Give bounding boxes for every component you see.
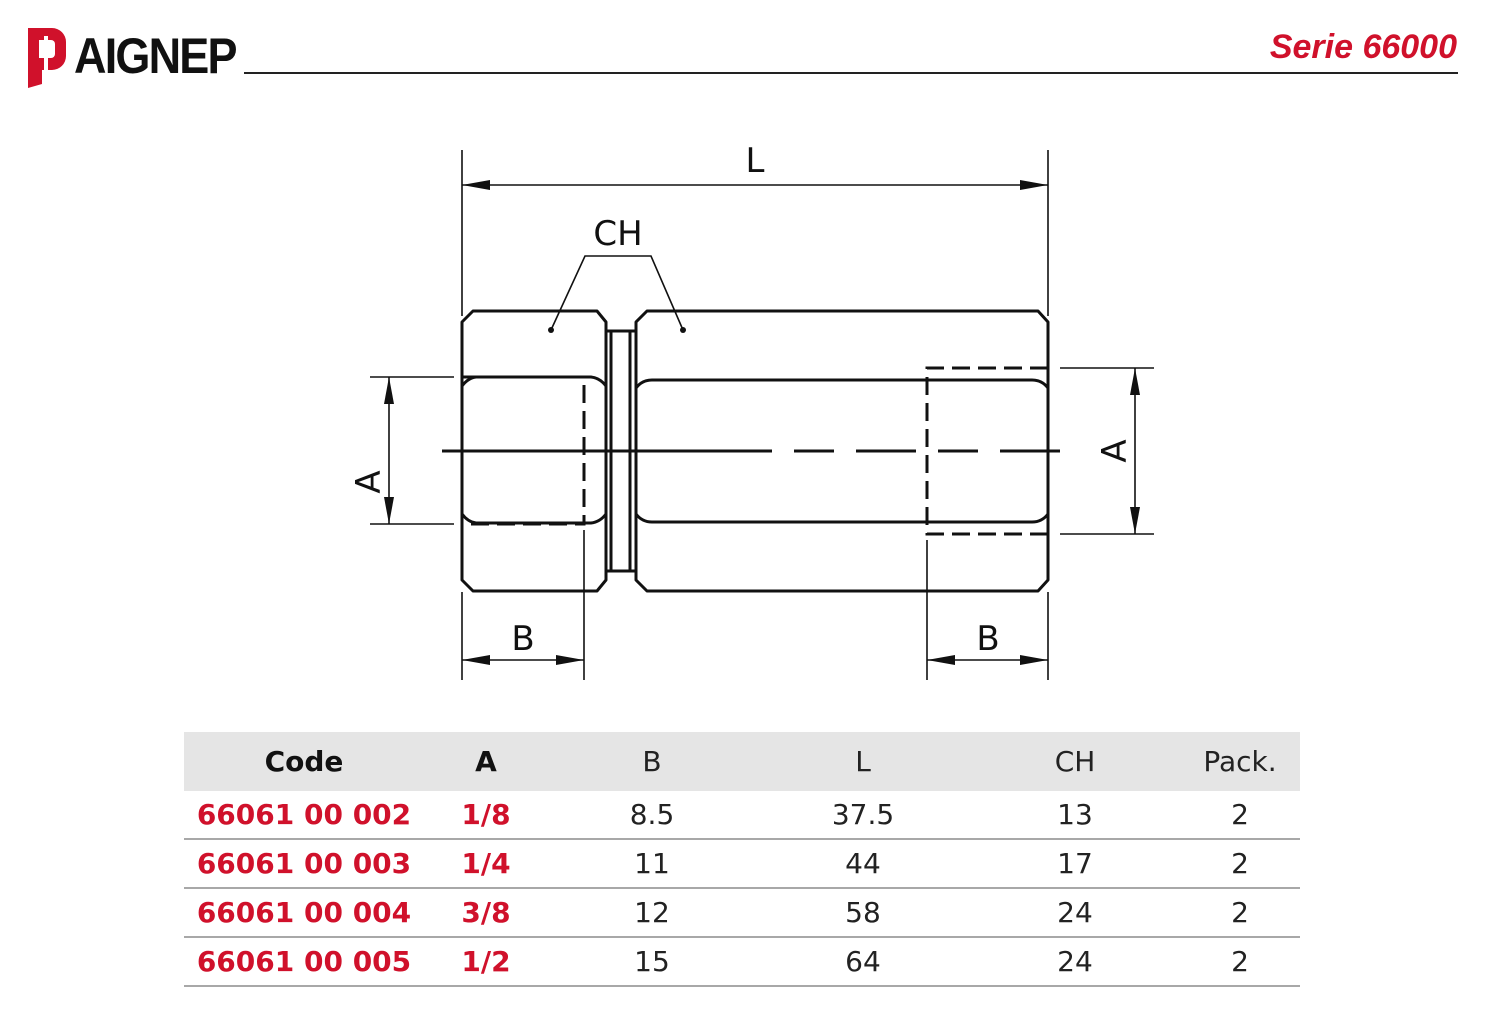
spec-table: Code A B L CH Pack. 66061 00 002 1/8 8.5… (184, 732, 1300, 987)
cell-l: 58 (756, 888, 970, 938)
right-thread-hidden (925, 366, 1048, 536)
dim-l-label: L (746, 141, 765, 181)
table-row: 66061 00 002 1/8 8.5 37.5 13 2 (184, 791, 1300, 840)
dim-b-left-label: B (511, 619, 534, 659)
col-header-a: A (424, 732, 548, 791)
cell-code: 66061 00 005 (184, 937, 424, 987)
right-hex-flat-bottom (634, 513, 1050, 524)
dim-a-right-arrow-bottom (1130, 507, 1140, 534)
table-row: 66061 00 003 1/4 11 44 17 2 (184, 839, 1300, 889)
cell-a: 3/8 (424, 888, 548, 938)
cell-l: 44 (756, 839, 970, 889)
dim-a-left-label: A (349, 470, 389, 493)
aignep-logo: AIGNEP (22, 22, 254, 90)
cell-ch: 13 (970, 791, 1180, 840)
col-header-pack: Pack. (1180, 732, 1300, 791)
cell-code: 66061 00 003 (184, 839, 424, 889)
table-header-row: Code A B L CH Pack. (184, 732, 1300, 791)
cell-ch: 17 (970, 839, 1180, 889)
right-hex-outline (634, 309, 1050, 593)
cell-a: 1/2 (424, 937, 548, 987)
col-header-code: Code (184, 732, 424, 791)
cell-b: 8.5 (548, 791, 756, 840)
col-header-b: B (548, 732, 756, 791)
cell-pack: 2 (1180, 839, 1300, 889)
dim-a-right-arrow-top (1130, 368, 1140, 395)
dim-a-right-label: A (1095, 439, 1135, 462)
cell-code: 66061 00 002 (184, 791, 424, 840)
cell-pack: 2 (1180, 888, 1300, 938)
col-header-l: L (756, 732, 970, 791)
series-title: Serie 66000 (1269, 28, 1457, 66)
dim-b-right-arrow-right (1020, 655, 1048, 665)
table-row: 66061 00 005 1/2 15 64 24 2 (184, 937, 1300, 987)
cell-l: 37.5 (756, 791, 970, 840)
right-hex-flat-top (634, 378, 1050, 389)
cell-pack: 2 (1180, 937, 1300, 987)
cell-ch: 24 (970, 888, 1180, 938)
dim-b-left-arrow-left (462, 655, 490, 665)
dim-l-arrow-right (1020, 180, 1048, 190)
table-row: 66061 00 004 3/8 12 58 24 2 (184, 888, 1300, 938)
cell-a: 1/8 (424, 791, 548, 840)
dim-a-left-arrow-top (384, 377, 394, 404)
cell-l: 64 (756, 937, 970, 987)
collar (606, 329, 635, 573)
logo-mark-icon (28, 28, 66, 88)
left-hex-flat-top (460, 375, 608, 387)
dim-ch-label: CH (593, 214, 642, 254)
dim-b-right-label: B (976, 619, 999, 659)
cell-b: 15 (548, 937, 756, 987)
dim-l-arrow-left (462, 180, 490, 190)
page-header: AIGNEP Serie 66000 (0, 0, 1500, 100)
header-rule (244, 72, 1458, 74)
dim-b-right-arrow-left (927, 655, 955, 665)
technical-drawing: L CH A A B B (349, 141, 1154, 680)
col-header-ch: CH (970, 732, 1180, 791)
cell-pack: 2 (1180, 791, 1300, 840)
dim-a-left-arrow-bottom (384, 497, 394, 524)
cell-ch: 24 (970, 937, 1180, 987)
brand-name: AIGNEP (74, 28, 238, 84)
cell-a: 1/4 (424, 839, 548, 889)
left-hex-outline (460, 309, 608, 593)
cell-code: 66061 00 004 (184, 888, 424, 938)
cell-b: 11 (548, 839, 756, 889)
cell-b: 12 (548, 888, 756, 938)
dim-b-left-arrow-right (556, 655, 584, 665)
